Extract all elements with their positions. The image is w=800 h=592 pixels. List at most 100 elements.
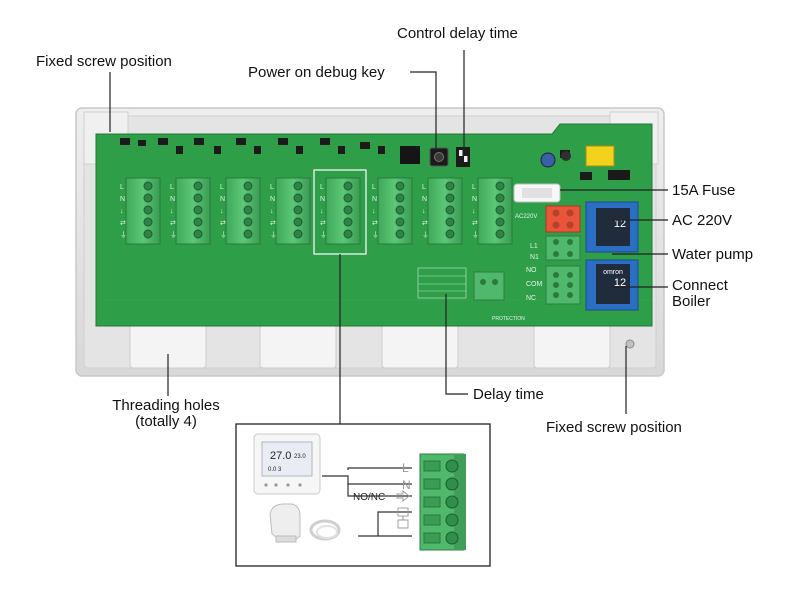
terminal-screw (243, 193, 253, 203)
terminal-pin-label: ↓ (270, 208, 274, 215)
terminal-pin-label: ⇄ (372, 220, 378, 227)
pcb-mark: L1 (530, 243, 538, 250)
terminal-pin-label: L (270, 184, 274, 191)
zone-terminal-block: LN↓⇄⏚ (472, 177, 513, 245)
water-pump-terminal (545, 235, 581, 261)
terminal-screw (395, 181, 405, 191)
fuse (513, 183, 561, 203)
delay-time-label: Delay time (473, 386, 544, 403)
terminal-pin-label: ⇄ (320, 220, 326, 227)
terminal-screw (495, 217, 505, 227)
wiring-inset: 27.0 23.0 0.0 3 L N NO/NC (235, 423, 491, 567)
terminal-screw (343, 217, 353, 227)
terminal-pin-label: N (472, 196, 477, 203)
connect-boiler-label-1: Connect (672, 277, 728, 294)
terminal-screw (343, 193, 353, 203)
power-debug-key (429, 147, 449, 167)
thermostat-icon: 27.0 23.0 0.0 3 (253, 433, 321, 495)
terminal-pin-label: L (472, 184, 476, 191)
ac220v-terminal (545, 205, 581, 233)
terminal-screw (495, 229, 505, 239)
signal-arrow-icon (396, 490, 410, 502)
inset-terminal-screw (445, 459, 459, 473)
power-debug-key-label: Power on debug key (248, 64, 385, 81)
delay-time-terminal (473, 271, 505, 301)
terminal-pin-label: ⏚ (472, 231, 479, 239)
pcb-mark: N1 (530, 254, 539, 261)
terminal-screw (293, 193, 303, 203)
terminal-pin-label: ⇄ (270, 220, 276, 227)
actuator-symbol-icon (397, 507, 409, 529)
terminal-screw (143, 205, 153, 215)
pcb-mark: COM (526, 281, 543, 288)
transformer (540, 145, 630, 180)
terminal-pin-label: N (320, 196, 325, 203)
inset-terminal-screw (445, 477, 459, 491)
terminal-screw (395, 205, 405, 215)
terminal-screw (143, 181, 153, 191)
zone-terminal-block: LN↓⇄⏚ (220, 177, 261, 245)
terminal-pin-label: L (220, 184, 224, 191)
terminal-pin-label: L (320, 184, 324, 191)
inset-terminal-slot (423, 514, 441, 526)
pcb-mark: NC (526, 295, 536, 302)
inset-terminal (419, 453, 466, 551)
pcb-mark: AC220V (515, 214, 537, 220)
fuse-label: 15A Fuse (672, 182, 736, 199)
inset-terminal-screw (445, 513, 459, 527)
terminal-pin-label: N (422, 196, 427, 203)
boiler-terminal (545, 265, 581, 305)
terminal-screw (395, 229, 405, 239)
relay: omron 12 (585, 259, 639, 311)
terminal-pin-label: ↓ (422, 208, 426, 215)
terminal-screw (293, 217, 303, 227)
inset-terminal-screw (445, 495, 459, 509)
terminal-pin-label: ⇄ (170, 220, 176, 227)
terminal-screw (395, 193, 405, 203)
terminal-pin-label: N (372, 196, 377, 203)
threading-hole (259, 323, 337, 369)
pcb-board (95, 123, 653, 327)
terminal-pin-label: ⇄ (422, 220, 428, 227)
control-delay-time-label: Control delay time (397, 25, 518, 42)
inset-terminal-screw (445, 531, 459, 545)
terminal-pin-label: ↓ (220, 208, 224, 215)
terminal-pin-label: N (270, 196, 275, 203)
relay: 12 (585, 201, 639, 253)
terminal-screw (143, 217, 153, 227)
terminal-pin-label: ⏚ (320, 231, 327, 239)
terminal-pin-label: ⏚ (372, 231, 379, 239)
terminal-screw (193, 217, 203, 227)
terminal-pin-label: ↓ (372, 208, 376, 215)
terminal-screw (243, 217, 253, 227)
terminal-screw (343, 229, 353, 239)
terminal-screw (143, 193, 153, 203)
terminal-screw (193, 205, 203, 215)
terminal-screw (293, 205, 303, 215)
terminal-pin-label: ↓ (120, 208, 124, 215)
terminal-screw (343, 205, 353, 215)
zone-terminal-block: LN↓⇄⏚ (120, 177, 161, 245)
terminal-screw (143, 229, 153, 239)
terminal-screw (395, 217, 405, 227)
terminal-pin-label: ⏚ (220, 231, 227, 239)
terminal-screw (243, 205, 253, 215)
terminal-pin-label: ⏚ (120, 231, 127, 239)
terminal-pin-label: ⏚ (170, 231, 177, 239)
delay-table (417, 267, 467, 299)
pcb-mark: PROTECTION (492, 316, 525, 322)
fixed-screw-icon (625, 339, 635, 349)
zone-terminal-block: LN↓⇄⏚ (372, 177, 413, 245)
connect-boiler-label-2: Boiler (672, 293, 711, 310)
thermostat-set-temp: 23.0 (294, 454, 306, 460)
thermostat-small: 0.0 3 (268, 467, 282, 473)
inset-terminal-slot (423, 478, 441, 490)
water-pump-label: Water pump (672, 246, 754, 263)
zone-terminal-block: LN↓⇄⏚ (320, 177, 361, 245)
threading-hole (533, 323, 611, 369)
relay-number: 12 (614, 218, 626, 230)
terminal-pin-label: ↓ (472, 208, 476, 215)
terminal-screw (495, 205, 505, 215)
control-delay-dip (456, 147, 470, 167)
